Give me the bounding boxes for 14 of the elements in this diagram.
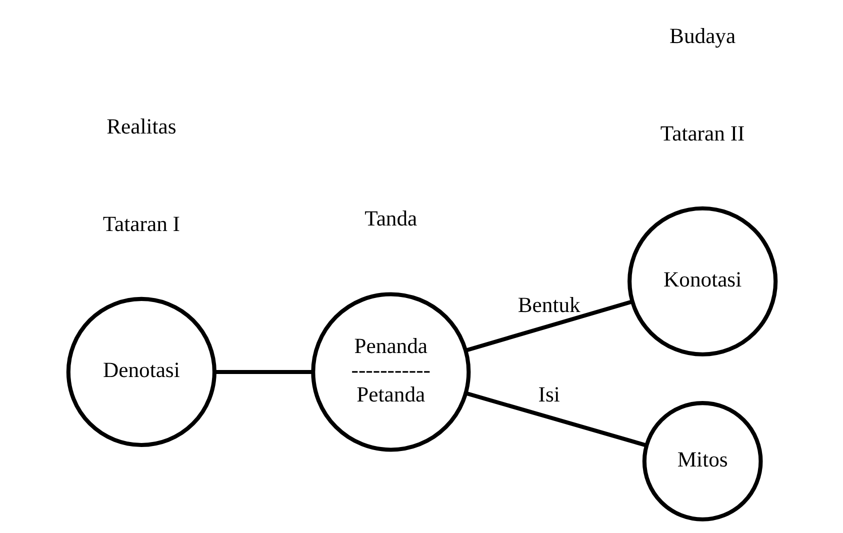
connector — [214, 370, 313, 374]
label: Realitas — [106, 114, 176, 139]
node-circle: Denotasi — [66, 296, 216, 448]
label: Tataran II — [660, 121, 744, 146]
label: Budaya — [669, 24, 736, 48]
label: Tataran I — [102, 212, 180, 236]
node-circle: Penanda ----------- Petanda — [310, 292, 470, 452]
connector — [464, 300, 632, 352]
node-circle: Konotasi — [627, 206, 778, 356]
node-circle: Mitos — [642, 401, 762, 522]
edge-label: Bentuk — [517, 293, 580, 318]
label: Tanda — [364, 206, 417, 231]
connector — [464, 391, 647, 448]
edge-label: Isi — [538, 382, 560, 406]
